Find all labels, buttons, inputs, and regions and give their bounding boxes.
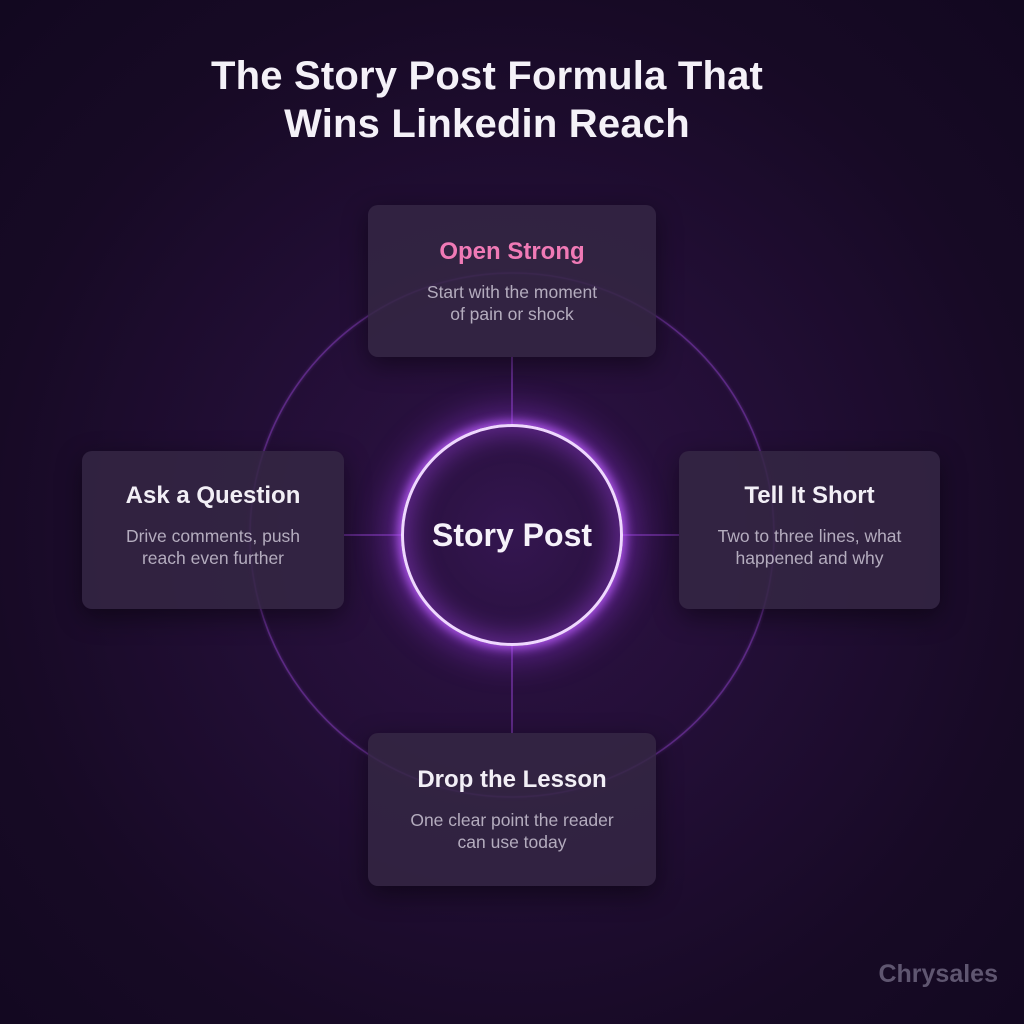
step-description-line: Two to three lines, what (717, 526, 902, 546)
step-card-tell-it-short: Tell It Short Two to three lines, what h… (679, 451, 940, 609)
step-description-line: Start with the moment (426, 282, 598, 302)
step-description-line: happened and why (735, 548, 884, 568)
page-title-line-1: The Story Post Formula That (210, 54, 764, 98)
step-description-line: One clear point the reader (410, 810, 614, 830)
step-card-drop-the-lesson: Drop the Lesson One clear point the read… (368, 733, 656, 886)
step-title: Tell It Short (744, 482, 875, 509)
page-title-line-2: Wins Linkedin Reach (284, 102, 690, 146)
step-description-line: can use today (457, 832, 567, 852)
step-title: Drop the Lesson (417, 766, 607, 793)
step-description: Two to three lines, what happened and wh… (699, 525, 921, 569)
page-title: The Story Post Formula That Wins Linkedi… (0, 52, 974, 148)
center-node-label: Story Post (431, 517, 593, 553)
center-node: Story Post (401, 424, 623, 646)
step-description: Drive comments, push reach even further (106, 525, 321, 569)
step-card-open-strong: Open Strong Start with the moment of pai… (368, 205, 656, 357)
step-description-line: reach even further (141, 548, 285, 568)
step-description-line: Drive comments, push (125, 526, 301, 546)
step-description-line: of pain or shock (450, 304, 574, 324)
step-description: Start with the moment of pain or shock (397, 281, 627, 325)
step-card-ask-a-question: Ask a Question Drive comments, push reac… (82, 451, 344, 609)
step-title: Ask a Question (125, 482, 301, 509)
brand-watermark: Chrysales (878, 960, 998, 988)
step-title: Open Strong (439, 238, 585, 265)
step-description: One clear point the reader can use today (391, 809, 633, 853)
